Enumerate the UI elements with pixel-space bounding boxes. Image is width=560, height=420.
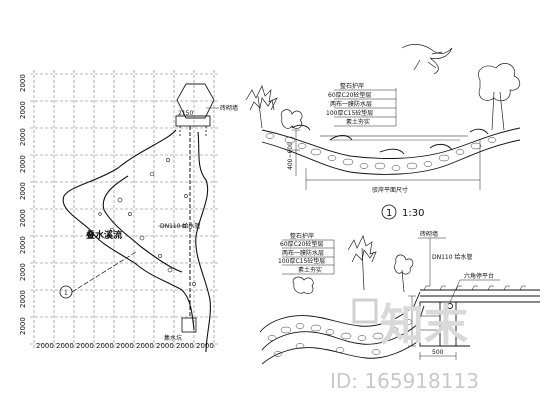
section1-layer-label: 100厚C15砼垫层 <box>326 109 373 117</box>
col-dim-label: 2000 <box>116 342 134 350</box>
row-dim-label: 2000 <box>19 290 27 308</box>
col-dim-label: 2000 <box>36 342 54 350</box>
plan-col-dimensions: 2000 2000 2000 2000 2000 2000 2000 2000 … <box>36 342 214 350</box>
section2-platform-label: 六角停平台 <box>464 272 494 280</box>
section2-basin <box>259 291 425 365</box>
stream-name-label: 叠水溪流 <box>86 229 122 241</box>
section2-platform <box>419 285 540 347</box>
section1-layer-label: 两布一膜防水层 <box>330 100 372 108</box>
plan-hut-label: 砖砌墙 <box>220 104 238 112</box>
plan-row-dimensions: 2000 2000 2000 2000 2000 2000 2000 2000 … <box>19 74 27 335</box>
col-dim-label: 2000 <box>196 342 214 350</box>
plan-view: 2000 2000 2000 2000 2000 2000 2000 2000 … <box>19 70 238 353</box>
row-dim-label: 2000 <box>19 182 27 200</box>
row-dim-label: 2000 <box>19 101 27 119</box>
row-dim-label: 2000 <box>19 317 27 335</box>
section2-layer-label: 两布一膜防水层 <box>282 249 324 257</box>
section1-title-scale: 1:30 <box>402 208 424 219</box>
collection-pit <box>181 317 197 333</box>
section1-title-circle <box>381 204 397 220</box>
section1-dims <box>292 129 481 190</box>
section1-layer-label: 素土夯实 <box>346 118 370 126</box>
section1-plants <box>245 44 521 131</box>
col-dim-label: 2000 <box>136 342 154 350</box>
watermark-logo-box <box>352 298 378 324</box>
col-dim-label: 2000 <box>156 342 174 350</box>
plan-grid <box>30 70 218 350</box>
section1-layer-label: 整石护岸 <box>340 82 364 90</box>
section2-pebbles <box>267 319 413 357</box>
section2-layer-label: 60厚C20砼垫层 <box>280 240 323 248</box>
plan-bottom-label: 集水坑 <box>164 334 182 342</box>
section2-plants <box>292 235 414 294</box>
pavilion-hexagon <box>175 83 215 138</box>
section2-wall-label: 砖砌墙 <box>420 230 438 238</box>
section1-pebbles <box>265 133 497 171</box>
row-dim-label: 2000 <box>19 236 27 254</box>
col-dim-label: 2000 <box>56 342 74 350</box>
section2-layer-label: 整石护岸 <box>290 232 314 240</box>
row-dim-label: 2000 <box>19 128 27 146</box>
section1-leaders <box>334 88 397 127</box>
watermark-logo-text: 知末 <box>380 300 468 351</box>
watermark-id-text: ID: 165918113 <box>330 369 479 393</box>
section-2: 整石护岸 60厚C20砼垫层 两布一膜防水层 100厚C15砼垫层 素土夯实 砖… <box>259 230 540 365</box>
section2-pipe-label: DN110 给水管 <box>432 253 472 261</box>
section1-left-dim: 400~600 <box>287 142 294 170</box>
row-dim-label: 2000 <box>19 209 27 227</box>
section-1: 整石护岸 60厚C20砼垫层 两布一膜防水层 100厚C15砼垫层 素土夯实 4… <box>245 44 521 220</box>
row-dim-label: 2000 <box>19 263 27 281</box>
stream-rocks <box>98 158 196 286</box>
row-dim-label: 2000 <box>19 74 27 92</box>
section2-500-dim: 500 <box>432 349 444 356</box>
section-callout-number: 1 <box>64 290 68 297</box>
section2-dims <box>408 295 457 360</box>
plan-2150-label: 2150 <box>178 110 193 117</box>
section1-title-number: 1 <box>386 208 392 219</box>
section2-leaders <box>282 237 500 303</box>
section1-basin <box>261 124 521 175</box>
row-dim-label: 2000 <box>19 155 27 173</box>
section2-left-dim: 400 <box>403 318 410 330</box>
col-dim-label: 2000 <box>76 342 94 350</box>
section1-layer-label: 60厚C20砼垫层 <box>328 91 371 99</box>
section2-layer-label: 100厚C15砼垫层 <box>278 257 325 265</box>
col-dim-label: 2000 <box>96 342 114 350</box>
section1-bottom-dim: 驳岸平面尺寸 <box>372 186 408 194</box>
stream-outline <box>62 129 211 353</box>
section-cut-line <box>71 251 137 293</box>
col-dim-label: 2000 <box>176 342 194 350</box>
watermark: 知末 ID: 165918113 <box>330 298 479 393</box>
section2-layer-label: 素土夯实 <box>298 266 322 274</box>
